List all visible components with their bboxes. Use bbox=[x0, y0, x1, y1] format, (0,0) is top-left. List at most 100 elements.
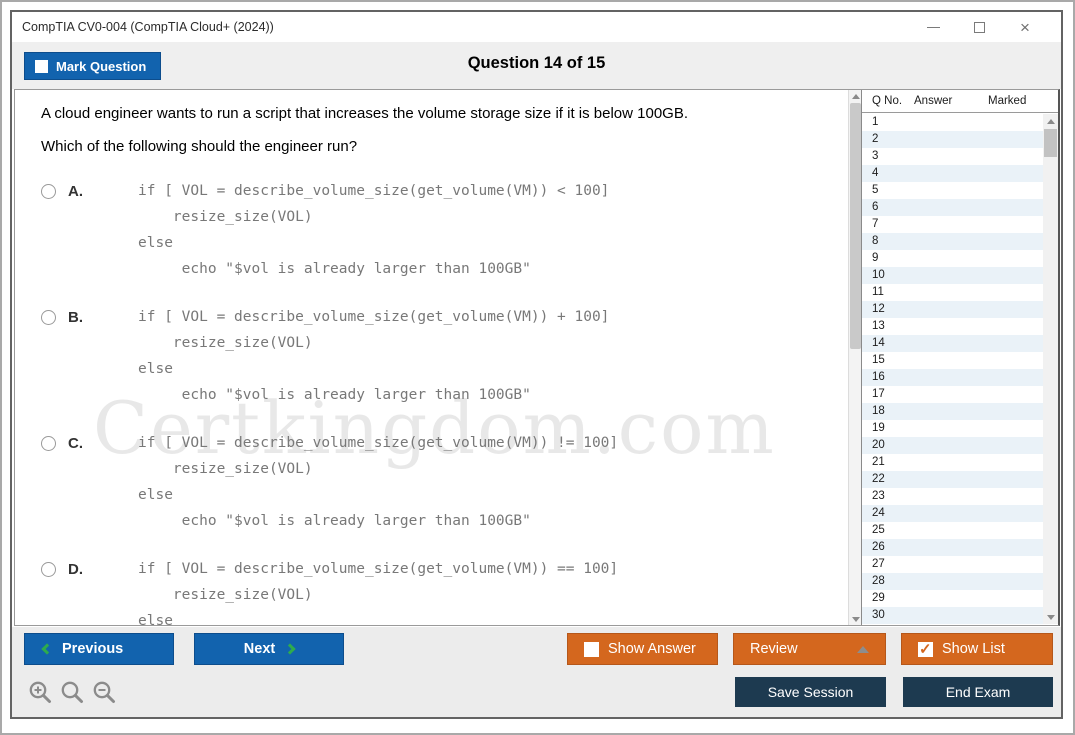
show-list-label: Show List bbox=[942, 641, 1005, 657]
radio-option-C[interactable] bbox=[41, 436, 56, 451]
app-window: CompTIA CV0-004 (CompTIA Cloud+ (2024)) … bbox=[10, 10, 1063, 719]
list-scroll-down-icon[interactable] bbox=[1043, 610, 1058, 624]
radio-option-D[interactable] bbox=[41, 562, 56, 577]
question-area: Certkingdom.com A cloud engineer wants t… bbox=[15, 90, 848, 625]
question-list-row-15[interactable]: 15 bbox=[862, 352, 1043, 369]
zoom-in-icon[interactable] bbox=[27, 679, 54, 706]
zoom-reset-icon[interactable] bbox=[59, 679, 86, 706]
question-list-scrollbar[interactable] bbox=[1043, 114, 1058, 624]
option-letter: C. bbox=[68, 435, 83, 452]
review-label: Review bbox=[750, 641, 798, 657]
question-list-row-28[interactable]: 28 bbox=[862, 573, 1043, 590]
question-list-row-26[interactable]: 26 bbox=[862, 539, 1043, 556]
save-session-button[interactable]: Save Session bbox=[735, 677, 886, 707]
show-answer-checkbox[interactable] bbox=[584, 641, 599, 657]
question-list-row-16[interactable]: 16 bbox=[862, 369, 1043, 386]
show-list-checkbox[interactable] bbox=[918, 640, 933, 658]
question-list-row-13[interactable]: 13 bbox=[862, 318, 1043, 335]
answer-option-D[interactable]: D. if [ VOL = describe_volume_size(get_vo… bbox=[41, 560, 848, 625]
question-list-row-6[interactable]: 6 bbox=[862, 199, 1043, 216]
title-bar: CompTIA CV0-004 (CompTIA Cloud+ (2024)) … bbox=[12, 12, 1061, 42]
question-list-row-8[interactable]: 8 bbox=[862, 233, 1043, 250]
question-list-row-10[interactable]: 10 bbox=[862, 267, 1043, 284]
header-bar: Mark Question Question 14 of 15 bbox=[12, 42, 1061, 89]
mark-question-checkbox[interactable] bbox=[35, 59, 48, 73]
next-label: Next bbox=[243, 641, 276, 657]
question-list-row-23[interactable]: 23 bbox=[862, 488, 1043, 505]
question-list-row-30[interactable]: 30 bbox=[862, 607, 1043, 624]
show-answer-label: Show Answer bbox=[608, 641, 696, 657]
next-button[interactable]: Next bbox=[194, 633, 344, 665]
question-list-row-12[interactable]: 12 bbox=[862, 301, 1043, 318]
footer-bar: Previous Next Show Answer Review Show Li… bbox=[12, 627, 1061, 717]
answer-option-C[interactable]: C. if [ VOL = describe_volume_size(get_vo… bbox=[41, 434, 848, 538]
scroll-down-icon[interactable] bbox=[849, 613, 862, 625]
question-list-row-11[interactable]: 11 bbox=[862, 284, 1043, 301]
content-scrollbar[interactable] bbox=[848, 90, 861, 625]
question-counter: Question 14 of 15 bbox=[467, 54, 606, 72]
content-scrollbar-thumb[interactable] bbox=[850, 103, 861, 349]
review-button[interactable]: Review bbox=[733, 633, 886, 665]
question-list-row-27[interactable]: 27 bbox=[862, 556, 1043, 573]
show-list-button[interactable]: Show List bbox=[901, 633, 1053, 665]
save-session-label: Save Session bbox=[767, 684, 854, 700]
zoom-out-icon[interactable] bbox=[91, 679, 118, 706]
question-list-row-21[interactable]: 21 bbox=[862, 454, 1043, 471]
previous-label: Previous bbox=[62, 641, 124, 657]
options-container: A.if [ VOL = describe_volume_size(get_vo… bbox=[41, 182, 848, 625]
question-list-row-29[interactable]: 29 bbox=[862, 590, 1043, 607]
question-list-row-17[interactable]: 17 bbox=[862, 386, 1043, 403]
question-list-row-19[interactable]: 19 bbox=[862, 420, 1043, 437]
question-list-row-25[interactable]: 25 bbox=[862, 522, 1043, 539]
content-panel: Certkingdom.com A cloud engineer wants t… bbox=[14, 89, 1060, 626]
option-code: if [ VOL = describe_volume_size(get_volu… bbox=[138, 183, 610, 277]
question-list-row-2[interactable]: 2 bbox=[862, 131, 1043, 148]
question-text-line2: Which of the following should the engine… bbox=[41, 138, 358, 155]
question-list-row-4[interactable]: 4 bbox=[862, 165, 1043, 182]
question-list-row-9[interactable]: 9 bbox=[862, 250, 1043, 267]
question-list-row-22[interactable]: 22 bbox=[862, 471, 1043, 488]
window-controls: × bbox=[925, 17, 1033, 37]
option-code: if [ VOL = describe_volume_size(get_volu… bbox=[138, 309, 610, 403]
mark-question-button[interactable]: Mark Question bbox=[24, 52, 162, 80]
show-answer-button[interactable]: Show Answer bbox=[567, 633, 718, 665]
triangle-up-icon bbox=[857, 645, 869, 653]
radio-option-A[interactable] bbox=[41, 184, 56, 199]
previous-button[interactable]: Previous bbox=[24, 633, 174, 665]
scroll-up-icon[interactable] bbox=[849, 90, 862, 102]
end-exam-button[interactable]: End Exam bbox=[903, 677, 1053, 707]
column-header-qno: Q No. bbox=[872, 95, 903, 107]
answer-option-A[interactable]: A.if [ VOL = describe_volume_size(get_vo… bbox=[41, 182, 848, 286]
zoom-toolbar bbox=[27, 679, 118, 706]
list-scrollbar-thumb[interactable] bbox=[1044, 129, 1057, 157]
close-button[interactable]: × bbox=[1020, 17, 1030, 37]
maximize-button[interactable] bbox=[971, 19, 987, 35]
mark-question-label: Mark Question bbox=[56, 58, 147, 74]
chevron-right-icon bbox=[284, 643, 296, 655]
answer-option-B[interactable]: B. if [ VOL = describe_volume_size(get_vo… bbox=[41, 308, 848, 412]
question-list-row-14[interactable]: 14 bbox=[862, 335, 1043, 352]
question-list-row-7[interactable]: 7 bbox=[862, 216, 1043, 233]
list-scroll-up-icon[interactable] bbox=[1043, 114, 1058, 128]
question-list-row-1[interactable]: 1 bbox=[862, 114, 1043, 131]
chevron-left-icon bbox=[41, 643, 53, 655]
radio-option-B[interactable] bbox=[41, 310, 56, 325]
option-letter: D. bbox=[68, 561, 83, 578]
question-list-row-3[interactable]: 3 bbox=[862, 148, 1043, 165]
option-letter: B. bbox=[68, 309, 83, 326]
column-header-marked: Marked bbox=[988, 95, 1027, 107]
end-exam-label: End Exam bbox=[945, 684, 1011, 700]
option-code: if [ VOL = describe_volume_size(get_volu… bbox=[138, 435, 619, 529]
question-list-row-5[interactable]: 5 bbox=[862, 182, 1043, 199]
option-code: if [ VOL = describe_volume_size(get_volu… bbox=[138, 561, 619, 625]
column-header-answer: Answer bbox=[914, 95, 953, 107]
question-list-header: Q No. Answer Marked bbox=[862, 90, 1058, 113]
question-list-row-18[interactable]: 18 bbox=[862, 403, 1043, 420]
minimize-button[interactable] bbox=[925, 19, 941, 35]
question-list-row-24[interactable]: 24 bbox=[862, 505, 1043, 522]
question-list-row-20[interactable]: 20 bbox=[862, 437, 1043, 454]
window-title: CompTIA CV0-004 (CompTIA Cloud+ (2024)) bbox=[22, 20, 274, 34]
